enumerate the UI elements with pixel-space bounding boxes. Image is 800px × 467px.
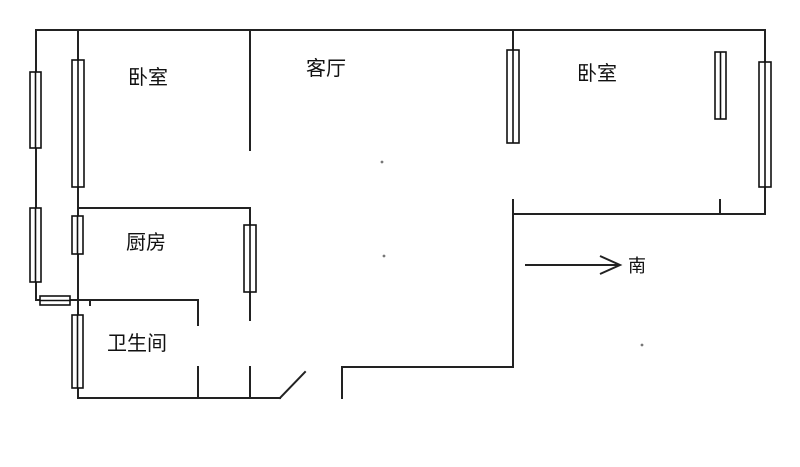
room-label-bathroom: 卫生间	[107, 331, 167, 355]
room-label-living-room: 客厅	[306, 56, 346, 80]
windows	[29, 49, 772, 389]
stray-dots	[380, 160, 644, 347]
room-label-bedroom-right: 卧室	[577, 61, 617, 85]
south-arrow-icon	[525, 255, 623, 275]
room-label-bedroom-left: 卧室	[128, 65, 168, 89]
compass-label-south: 南	[628, 256, 646, 277]
room-label-kitchen: 厨房	[126, 230, 166, 254]
entry-door	[278, 370, 307, 400]
